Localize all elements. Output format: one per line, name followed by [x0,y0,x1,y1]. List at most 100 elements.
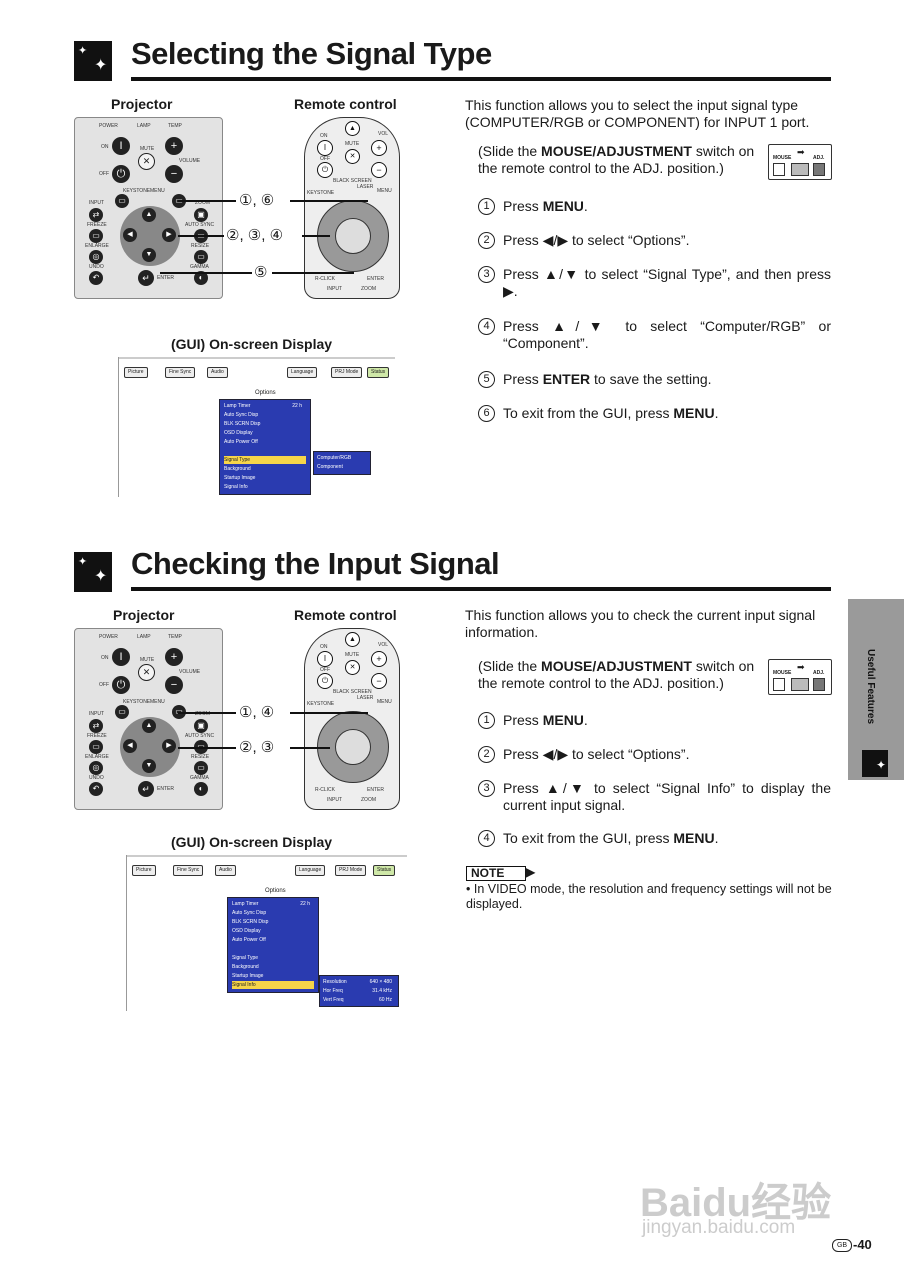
mouse-adj-switch-icon: MOUSE ADJ. ➡ [768,144,832,180]
undo-label: UNDO [89,264,104,270]
osd-tab-language[interactable]: Language [287,367,318,378]
remote-vol-up-button[interactable]: + [371,140,387,156]
remote-mute-button[interactable]: ✕ [345,149,360,164]
osd-row-signal-type[interactable]: Signal Type [232,955,259,961]
enlarge-button[interactable]: ◎ [89,761,103,775]
arrow-down-icon[interactable]: ▼ [142,248,156,262]
arrow-up-icon[interactable]: ▲ [142,208,156,222]
on-button[interactable]: I [112,648,130,666]
enter-label: ENTER [157,275,174,281]
remote-vol-down-button[interactable]: − [371,162,387,178]
mute-button[interactable]: ✕ [138,664,155,681]
osd-row-background[interactable]: Background [232,964,259,970]
remote-menu-button[interactable]: ▲ [345,121,360,136]
input-button[interactable]: ⇄ [89,719,103,733]
input-button[interactable]: ⇄ [89,208,103,222]
osd-tab-status[interactable]: Status [367,367,390,378]
remote-off-label: OFF [320,156,330,162]
osd-tab-fine-sync[interactable]: Fine Sync [165,367,196,378]
remote-on-button[interactable]: I [317,140,333,156]
off-button[interactable]: ⏻ [112,165,130,183]
volume-up-button[interactable]: + [165,648,183,666]
freeze-button[interactable]: ▭ [89,229,103,243]
remote-on-button[interactable]: I [317,651,333,667]
osd-row-startup-image[interactable]: Startup Image [232,973,264,979]
undo-button[interactable]: ↶ [89,271,103,285]
off-button[interactable]: ⏻ [112,676,130,694]
dpad[interactable]: ▲ ◀ ▶ ▼ [120,206,180,266]
keystone-label: KEYSTONE [123,188,151,194]
osd-row-blank[interactable] [232,945,314,953]
remote-vol-up-button[interactable]: + [371,651,387,667]
dpad[interactable]: ▲ ◀ ▶ ▼ [120,717,180,777]
osd-row-startup-image[interactable]: Startup Image [224,475,256,481]
zoom-button[interactable]: ▣ [194,719,208,733]
osd-row-auto-sync-disp[interactable]: Auto Sync Disp [224,412,259,418]
remote-mute-button[interactable]: ✕ [345,660,360,675]
osd-row-signal-type[interactable]: Signal Type [224,456,306,464]
step-number: 3 [478,266,495,283]
remote-menu-button[interactable]: ▲ [345,632,360,647]
mute-button[interactable]: ✕ [138,153,155,170]
osd-tab-picture[interactable]: Picture [132,865,156,876]
osd-row-background[interactable]: Background [224,466,251,472]
section-icon: ✦ [862,750,888,777]
osd-tab-prj-mode[interactable]: PRJ Mode [331,367,363,378]
remote-off-button[interactable]: ⏻ [317,162,333,178]
input-label: INPUT [89,711,104,717]
keystone-button[interactable]: ▭ [115,194,129,208]
osd-option-component[interactable]: Component [317,464,343,470]
zoom-label: ZOOM [195,711,210,717]
freeze-label: FREEZE [87,222,107,228]
osd-tab-prj-mode[interactable]: PRJ Mode [335,865,367,876]
osd-row-auto-sync-disp[interactable]: Auto Sync Disp [232,910,267,916]
osd-row-auto-power-off[interactable]: Auto Power Off [224,439,258,445]
osd-tab-audio[interactable]: Audio [207,367,228,378]
osd-row-blank[interactable] [224,447,306,455]
osd-row-signal-info[interactable]: Signal Info [224,484,248,490]
arrow-up-icon[interactable]: ▲ [142,719,156,733]
osd-row-osd-display[interactable]: OSD Display [224,430,253,436]
resize-button[interactable]: ▭ [194,250,208,264]
osd-row-blk-scrn-disp[interactable]: BLK SCRN Disp [232,919,269,925]
remote-vol-down-button[interactable]: − [371,673,387,689]
arrow-right-icon[interactable]: ▶ [162,228,176,242]
on-button[interactable]: I [112,137,130,155]
gamma-button[interactable]: ◐ [194,782,208,796]
arrow-left-icon[interactable]: ◀ [123,228,137,242]
remote-on-label: ON [320,644,328,650]
volume-up-button[interactable]: + [165,137,183,155]
freeze-button[interactable]: ▭ [89,740,103,754]
zoom-button[interactable]: ▣ [194,208,208,222]
enter-button[interactable]: ↵ [138,270,154,286]
lamp-indicator-label: LAMP [137,634,151,640]
arrow-right-icon[interactable]: ▶ [162,739,176,753]
enlarge-button[interactable]: ◎ [89,250,103,264]
osd-screen: Picture Fine Sync Audio Language PRJ Mod… [118,357,395,497]
undo-button[interactable]: ↶ [89,782,103,796]
osd-row-blk-scrn-disp[interactable]: BLK SCRN Disp [224,421,261,427]
osd-tab-audio[interactable]: Audio [215,865,236,876]
osd-row-osd-display[interactable]: OSD Display [232,928,261,934]
osd-tab-fine-sync[interactable]: Fine Sync [173,865,204,876]
osd-tab-status[interactable]: Status [373,865,396,876]
resize-button[interactable]: ▭ [194,761,208,775]
keystone-button[interactable]: ▭ [115,705,129,719]
osd-tab-picture[interactable]: Picture [124,367,148,378]
volume-down-button[interactable]: − [165,676,183,694]
arrow-down-icon[interactable]: ▼ [142,759,156,773]
osd-option-computer-rgb[interactable]: Computer/RGB [317,455,352,461]
volume-down-button[interactable]: − [165,165,183,183]
osd-tab-language[interactable]: Language [295,865,326,876]
remote-off-button[interactable]: ⏻ [317,673,333,689]
step-text: Press ▲/▼ to select “Signal Info” to dis… [503,780,831,813]
arrow-left-icon[interactable]: ◀ [123,739,137,753]
osd-row-signal-info[interactable]: Signal Info [232,981,314,989]
osd-row-auto-power-off[interactable]: Auto Power Off [232,937,266,943]
enter-button[interactable]: ↵ [138,781,154,797]
gamma-button[interactable]: ◐ [194,271,208,285]
power-indicator-label: POWER [99,634,118,640]
